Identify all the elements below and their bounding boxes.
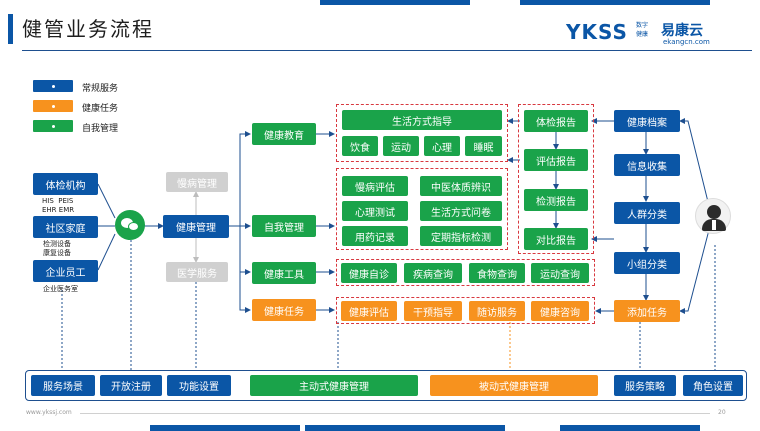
source-physical-exam-note: HIS PEIS EHR EMR: [42, 197, 75, 214]
self-item-psych-test[interactable]: 心理测试: [342, 201, 408, 221]
archive-health-record[interactable]: 健康档案: [614, 110, 680, 132]
tools-item-food-query[interactable]: 食物查询: [469, 263, 525, 283]
report-detection[interactable]: 检测报告: [524, 189, 588, 211]
legend-label-regular: 常规服务: [82, 84, 119, 94]
bottom-passive-management[interactable]: 被动式健康管理: [430, 375, 598, 396]
bottom-service-strategy[interactable]: 服务策略: [614, 375, 676, 396]
header-divider: [22, 50, 752, 51]
wechat-icon[interactable]: [115, 210, 145, 240]
archive-group-class[interactable]: 小组分类: [614, 252, 680, 274]
top-blue-band-2: [520, 0, 710, 5]
title-accent-bar: [8, 14, 13, 44]
tasks-item-intervention[interactable]: 干预指导: [404, 301, 462, 321]
education-item-diet[interactable]: 饮食: [342, 136, 378, 156]
bottom-role-settings[interactable]: 角色设置: [683, 375, 743, 396]
tools-item-disease-query[interactable]: 疾病查询: [404, 263, 462, 283]
self-item-medication-log[interactable]: 用药记录: [342, 226, 408, 246]
legend-swatch-task: [33, 100, 73, 112]
tools-item-self-diagnosis[interactable]: 健康自诊: [341, 263, 397, 283]
module-health-tools[interactable]: 健康工具: [252, 262, 316, 284]
logo-url: ekangcn.com: [663, 38, 710, 46]
legend-label-self: 自我管理: [82, 124, 119, 134]
tasks-item-assessment[interactable]: 健康评估: [341, 301, 397, 321]
health-management[interactable]: 健康管理: [163, 215, 229, 238]
tasks-group: [336, 297, 595, 324]
tasks-item-consultation[interactable]: 健康咨询: [531, 301, 589, 321]
education-item-sleep[interactable]: 睡眠: [465, 136, 502, 156]
self-management-group: [336, 168, 508, 250]
footer-divider: [80, 413, 710, 414]
bottom-active-management[interactable]: 主动式健康管理: [250, 375, 418, 396]
module-health-tasks[interactable]: 健康任务: [252, 299, 316, 321]
footer-band-1: [150, 425, 300, 431]
education-group: [336, 104, 508, 162]
bottom-bar: [25, 370, 747, 401]
bottom-function-settings[interactable]: 功能设置: [167, 375, 231, 396]
footer-page-number: 20: [718, 409, 726, 416]
module-self-management[interactable]: 自我管理: [252, 215, 316, 237]
lifestyle-guidance[interactable]: 生活方式指导: [342, 110, 502, 130]
self-item-lifestyle-survey[interactable]: 生活方式问卷: [420, 201, 502, 221]
archive-population-class[interactable]: 人群分类: [614, 202, 680, 224]
bottom-service-scene[interactable]: 服务场景: [31, 375, 95, 396]
self-item-periodic-check[interactable]: 定期指标检测: [420, 226, 502, 246]
logo-digital: 数字: [636, 22, 649, 29]
self-item-chronic-assessment[interactable]: 慢病评估: [342, 176, 408, 196]
doctor-icon: [695, 198, 731, 234]
archive-add-task[interactable]: 添加任务: [614, 300, 680, 322]
self-item-tcm-constitution[interactable]: 中医体质辨识: [420, 176, 502, 196]
logo: YKSS 数字 健康 易康云 ekangcn.com: [566, 16, 746, 50]
footer-site: www.ykssj.com: [26, 409, 72, 416]
report-physical-exam[interactable]: 体检报告: [524, 110, 588, 132]
tools-group: [336, 259, 595, 286]
bottom-open-register[interactable]: 开放注册: [100, 375, 162, 396]
source-community-note: 检测设备 康复设备: [43, 240, 71, 257]
logo-brand: 易康云: [661, 23, 703, 39]
legend-label-task: 健康任务: [82, 104, 119, 114]
top-blue-band: [320, 0, 470, 5]
report-comparison[interactable]: 对比报告: [524, 228, 588, 250]
source-enterprise-note: 企业医务室: [43, 285, 78, 293]
legend-swatch-self: [33, 120, 73, 132]
chronic-management[interactable]: 慢病管理: [166, 172, 228, 192]
footer-band-2: [305, 425, 505, 431]
report-chain-group: [518, 104, 594, 254]
source-physical-exam[interactable]: 体检机构: [33, 173, 98, 195]
education-item-psychology[interactable]: 心理: [424, 136, 460, 156]
logo-health: 健康: [636, 31, 649, 38]
medical-service[interactable]: 医学服务: [166, 262, 228, 282]
footer-band-3: [560, 425, 700, 431]
archive-info-collection[interactable]: 信息收集: [614, 154, 680, 176]
education-item-exercise[interactable]: 运动: [383, 136, 419, 156]
logo-ykss: YKSS: [566, 20, 628, 44]
report-assessment[interactable]: 评估报告: [524, 149, 588, 171]
tasks-item-followup[interactable]: 随访服务: [469, 301, 525, 321]
legend-swatch-regular: [33, 80, 73, 92]
module-health-education[interactable]: 健康教育: [252, 123, 316, 145]
source-enterprise[interactable]: 企业员工: [33, 260, 98, 282]
source-community[interactable]: 社区家庭: [33, 216, 98, 238]
tools-item-exercise-query[interactable]: 运动查询: [531, 263, 589, 283]
page-title: 健管业务流程: [22, 17, 154, 41]
